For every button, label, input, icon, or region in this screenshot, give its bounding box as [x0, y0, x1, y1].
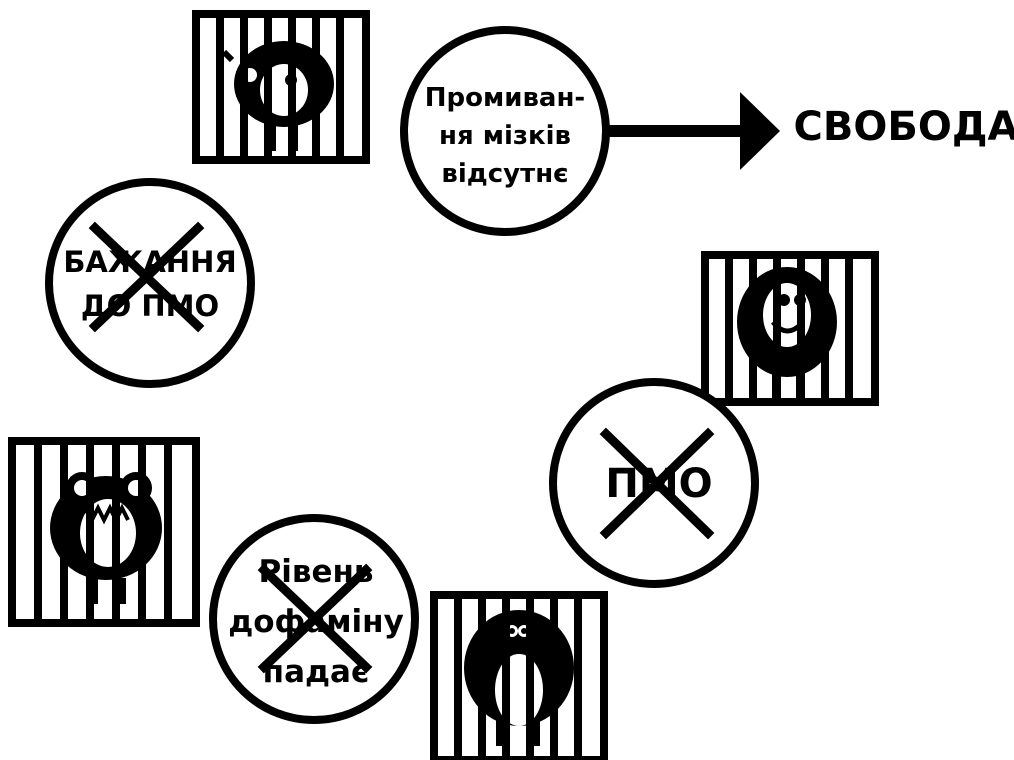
node-brainwash-absent: Промиван- ня мізків відсутнє [400, 26, 610, 236]
caged-monster-icon [192, 10, 370, 164]
node-dopamine-line-3: падає [263, 654, 370, 690]
caged-monster-icon [701, 251, 879, 406]
node-pmo: ПМО [549, 378, 759, 588]
node-desire: БАЖАННЯ ДО ПМО [45, 178, 255, 388]
node-brainwash-line-3: відсутнє [441, 159, 568, 189]
node-brainwash-line-2: ня мізків [439, 121, 571, 151]
monster-figure [50, 472, 162, 604]
cross-out-icon [88, 221, 205, 333]
caged-monster-icon [430, 591, 608, 760]
cross-out-icon [257, 563, 373, 674]
node-dopamine-drops: Рівень дофаміну падає [209, 514, 419, 724]
arrow-right-icon [604, 92, 780, 170]
result-label: СВОБОДА [794, 104, 1014, 150]
caged-monster-icon [8, 437, 200, 627]
node-brainwash-line-1: Промиван- [425, 83, 585, 113]
cross-out-icon [599, 427, 715, 540]
